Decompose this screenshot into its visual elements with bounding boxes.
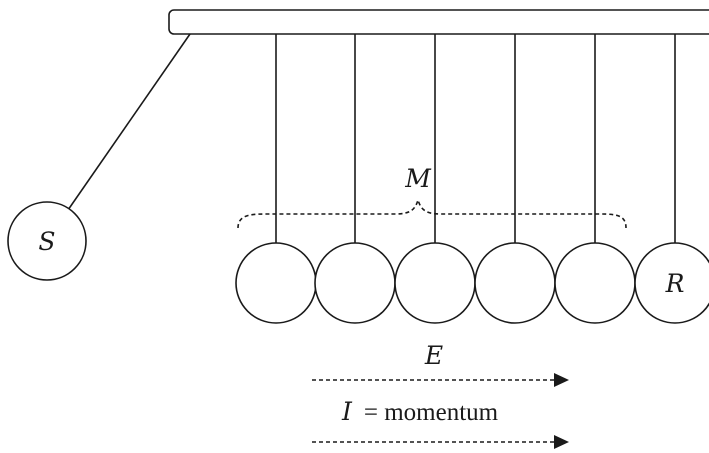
striker-ball-label: S [38, 227, 55, 256]
group-brace [237, 197, 627, 229]
ball-2 [314, 242, 396, 324]
ball-5 [554, 242, 636, 324]
striker-ball [7, 201, 87, 281]
impulse-symbol: I [341, 397, 353, 426]
energy-arrowhead [554, 373, 569, 387]
support-bar [168, 9, 709, 35]
impulse-arrowhead [554, 435, 569, 449]
ball-4 [474, 242, 556, 324]
group-label: M [404, 164, 432, 193]
impulse-label: I = momentum [341, 397, 499, 426]
last-ball-label: R [665, 269, 685, 298]
energy-label: E [424, 341, 443, 370]
ball-1 [235, 242, 317, 324]
ball-3 [394, 242, 476, 324]
striker-string [67, 33, 191, 211]
impulse-equals-momentum: = momentum [364, 399, 499, 426]
last-ball [634, 242, 709, 324]
